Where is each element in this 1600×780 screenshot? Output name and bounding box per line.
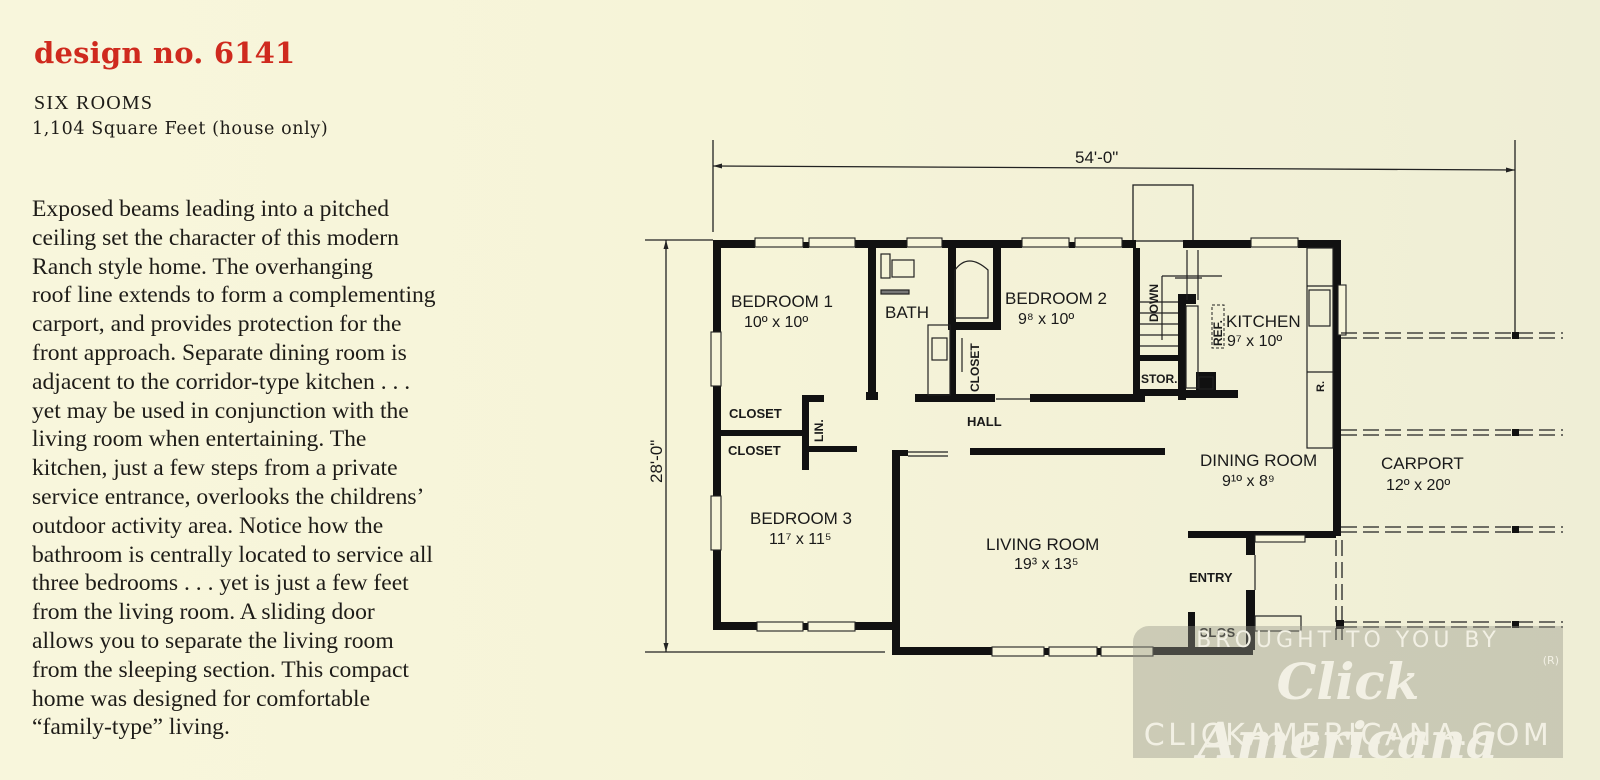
carport-size: 12º x 20º <box>1386 477 1450 494</box>
living-size: 19³ x 13⁵ <box>1014 556 1078 573</box>
description-line: three bedrooms . . . yet is just a few f… <box>32 570 409 597</box>
bedroom3-size: 11⁷ x 11⁵ <box>769 531 832 548</box>
depth-dimension: 28'-0" <box>647 440 666 483</box>
bedroom2-size: 9⁸ x 10º <box>1018 311 1074 328</box>
square-footage: 1,104 Square Feet (house only) <box>32 119 329 139</box>
registered-mark: (R) <box>1542 654 1559 667</box>
description-line: bathroom is centrally located to service… <box>32 541 433 568</box>
carport-label: CARPORT <box>1381 454 1464 473</box>
watermark-logo: Click Americana <box>1197 652 1499 770</box>
closet1-label: CLOSET <box>729 406 782 421</box>
description-line: adjacent to the corridor-type kitchen . … <box>32 368 411 395</box>
rooms-count: SIX ROOMS <box>34 92 154 114</box>
closet2-label: CLOSET <box>728 443 781 458</box>
range-label: R. <box>1315 381 1327 392</box>
dining-size: 9¹º x 8⁹ <box>1222 473 1275 490</box>
description-paragraph: Exposed beams leading into a pitched cei… <box>32 195 572 742</box>
kitchen-label: KITCHEN <box>1226 312 1301 331</box>
description-line: Ranch style home. The overhanging <box>32 253 373 280</box>
description-line: “family-type” living. <box>32 714 230 741</box>
linen-label: LIN. <box>812 419 826 442</box>
description-line: allows you to separate the living room <box>32 627 394 654</box>
description-line: ceiling set the character of this modern <box>32 224 399 251</box>
description-line: yet may be used in conjunction with the <box>32 397 409 424</box>
description-line: service entrance, overlooks the children… <box>32 483 425 510</box>
fixtures <box>880 247 1334 632</box>
design-title: design no. 6141 <box>34 36 296 70</box>
windows <box>710 237 1347 657</box>
dining-label: DINING ROOM <box>1200 451 1317 470</box>
stor-label: STOR. <box>1141 372 1177 386</box>
carport-beams <box>1335 332 1563 640</box>
bath-label: BATH <box>885 303 929 322</box>
ref-label: REF. <box>1211 320 1225 346</box>
closet-bath-label: CLOSET <box>968 343 982 392</box>
hall-label: HALL <box>967 414 1002 429</box>
description-line: front approach. Separate dining room is <box>32 339 407 366</box>
description-line: Exposed beams leading into a pitched <box>32 196 390 222</box>
description-line: kitchen, just a few steps from a private <box>32 455 398 482</box>
bedroom3-label: BEDROOM 3 <box>750 509 852 528</box>
watermark-url: CLICKAMERICANA.COM <box>1143 718 1553 753</box>
kitchen-size: 9⁷ x 10º <box>1227 333 1282 350</box>
watermark-tagline: BROUGHT TO YOU BY <box>1196 628 1500 653</box>
description-line: home was designed for comfortable <box>32 685 371 712</box>
description-line: carport, and provides protection for the <box>32 311 402 338</box>
description-line: from the living room. A sliding door <box>32 599 375 626</box>
bedroom1-size: 10º x 10º <box>744 314 808 331</box>
clos-label: CLOS. <box>1199 625 1239 640</box>
description-line: outdoor activity area. Notice how the <box>32 512 384 539</box>
description-line: living room when entertaining. The <box>32 426 367 453</box>
width-dimension: 54'-0" <box>1075 148 1118 167</box>
dimension-lines <box>645 140 1516 653</box>
description-line: roof line extends to form a complementin… <box>32 282 436 309</box>
down-label: DOWN <box>1147 284 1161 322</box>
living-label: LIVING ROOM <box>986 535 1099 554</box>
description-line: from the sleeping section. This compact <box>32 656 409 683</box>
watermark-banner: BROUGHT TO YOU BY Click Americana (R) CL… <box>1133 626 1563 770</box>
entry-label: ENTRY <box>1189 570 1233 585</box>
bedroom1-label: BEDROOM 1 <box>731 292 833 311</box>
bedroom2-label: BEDROOM 2 <box>1005 289 1107 308</box>
